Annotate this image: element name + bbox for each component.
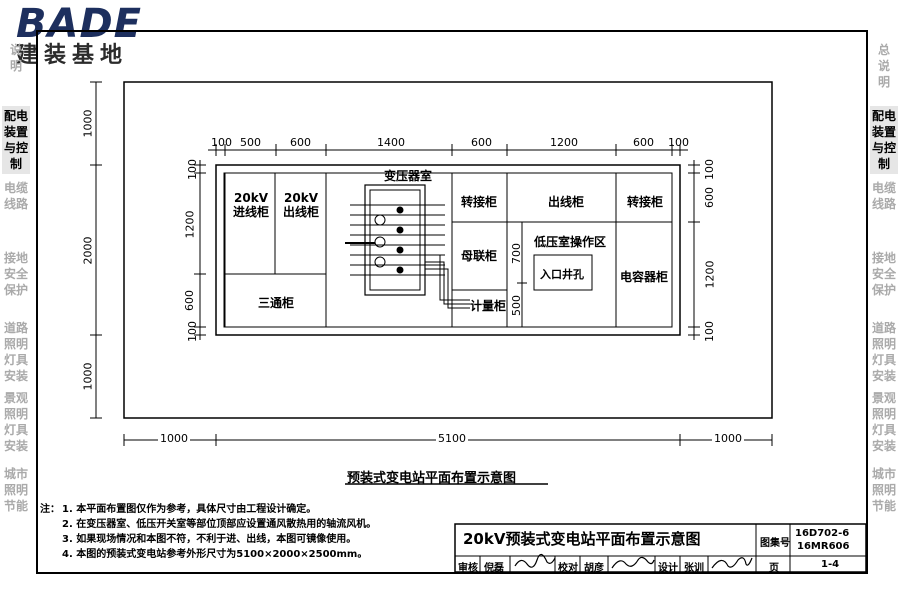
- right-tab-2[interactable]: 电缆线路: [871, 181, 896, 211]
- left-inner-dim-0: 100: [186, 159, 199, 180]
- drawing-caption: 预装式变电站平面布置示意图: [347, 471, 517, 486]
- right-tab-3[interactable]: 接地安全保护: [871, 251, 896, 297]
- atlas-number-2: 16MR606: [797, 541, 850, 552]
- note-item: 2. 在变压器室、低压开关室等部位顶部应设置通风散热用的轴流风机。: [62, 519, 377, 530]
- atlas-number: 16D702-6: [795, 528, 850, 539]
- left-tab-1[interactable]: 配电装置与控制: [2, 106, 30, 174]
- note-item: 1. 本平面布置图仅作为参考，具体尺寸由工程设计确定。: [62, 504, 317, 515]
- left-inner-dim-3: 100: [186, 321, 199, 342]
- mid-dim-0: 700: [510, 243, 523, 264]
- title-block-grid: [454, 523, 867, 573]
- right-dim-2: 1200: [703, 260, 717, 289]
- left-tab-2[interactable]: 电缆线路: [3, 181, 28, 211]
- room-three-way: 三通柜: [258, 296, 295, 310]
- top-dim-5: 1200: [550, 136, 578, 149]
- left-tab-3[interactable]: 接地安全保护: [3, 251, 28, 297]
- left-tab-0[interactable]: 说明: [9, 43, 22, 73]
- room-hv-in: 20kV进线柜: [232, 191, 269, 219]
- note-item: 4. 本图的预装式变电站参考外形尺寸为5100×2000×2500mm。: [62, 549, 368, 560]
- left-outer-dim-1: 2000: [81, 236, 95, 265]
- right-dim-3: 100: [703, 321, 716, 342]
- room-metering: 计量柜: [470, 299, 507, 313]
- top-dim-1: 500: [240, 136, 261, 149]
- right-dim-0: 100: [703, 159, 716, 180]
- bottom-dim-2: 1000: [712, 432, 744, 445]
- left-inner-dim-2: 600: [183, 290, 196, 311]
- left-outer-dim-2: 1000: [81, 362, 95, 391]
- top-dim-6: 600: [633, 136, 654, 149]
- logo-subtitle: 建装基地: [16, 43, 129, 68]
- top-dim-7: 100: [668, 136, 689, 149]
- room-manhole: 入口井孔: [540, 268, 584, 281]
- room-transformer: 变压器室: [384, 169, 433, 183]
- substation-inner-wall: [223, 172, 673, 328]
- bottom-dim-1: 5100: [436, 432, 468, 445]
- title-block: 20kV预装式变电站平面布置示意图 图集号 16D702-6 16MR606 审…: [455, 524, 866, 574]
- right-tab-4[interactable]: 道路照明灯具安装: [871, 321, 896, 383]
- left-tab-4[interactable]: 道路照明灯具安装: [3, 321, 28, 383]
- drawing-frame: [36, 30, 868, 574]
- check-name: 胡彦: [584, 563, 604, 574]
- left-tab-5[interactable]: 景观照明灯具安装: [3, 391, 28, 453]
- top-dim-4: 600: [471, 136, 492, 149]
- room-lv-area: 低压室操作区: [534, 235, 607, 249]
- design-name: 张训: [684, 563, 704, 574]
- left-inner-dim-1: 1200: [183, 210, 197, 239]
- top-dim-2: 600: [290, 136, 311, 149]
- note-item: 3. 如果现场情况和本图不符，不利于进、出线，本图可镜像使用。: [62, 534, 357, 545]
- room-bus-tie: 母联柜: [461, 249, 498, 263]
- room-outgoing: 出线柜: [548, 195, 585, 209]
- room-hv-out: 20kV出线柜: [282, 191, 319, 219]
- room-capacitor: 电容器柜: [620, 270, 669, 284]
- review-label: 审核: [458, 563, 478, 574]
- substation-outline: [215, 164, 681, 336]
- mid-dim-1: 500: [510, 295, 523, 316]
- notes-block: 注： 1. 本平面布置图仅作为参考，具体尺寸由工程设计确定。 2. 在变压器室、…: [40, 502, 376, 562]
- page-label: 页: [769, 563, 779, 574]
- right-tab-5[interactable]: 景观照明灯具安装: [871, 391, 896, 453]
- page-number: 1-4: [821, 559, 840, 570]
- check-label: 校对: [558, 563, 578, 574]
- left-tab-6[interactable]: 城市照明节能: [3, 467, 28, 513]
- right-tab-1[interactable]: 配电装置与控制: [870, 106, 898, 174]
- design-label: 设计: [658, 563, 678, 574]
- right-tab-0[interactable]: 总说明: [877, 43, 890, 89]
- top-dim-0: 100: [211, 136, 232, 149]
- right-dim-1: 600: [703, 187, 716, 208]
- review-name: 倪磊: [484, 563, 504, 574]
- top-dim-3: 1400: [377, 136, 405, 149]
- room-transfer-2: 转接柜: [627, 195, 664, 209]
- left-outer-dim-0: 1000: [81, 109, 95, 138]
- room-transfer-1: 转接柜: [461, 195, 498, 209]
- right-tab-6[interactable]: 城市照明节能: [871, 467, 896, 513]
- manhole-box: [533, 254, 593, 291]
- transformer-body: [364, 184, 426, 296]
- atlas-label: 图集号: [760, 538, 790, 549]
- notes-prefix: 注：: [40, 504, 60, 515]
- title-block-title: 20kV预装式变电站平面布置示意图: [463, 530, 701, 548]
- site-boundary: [123, 81, 773, 419]
- bottom-dim-0: 1000: [158, 432, 190, 445]
